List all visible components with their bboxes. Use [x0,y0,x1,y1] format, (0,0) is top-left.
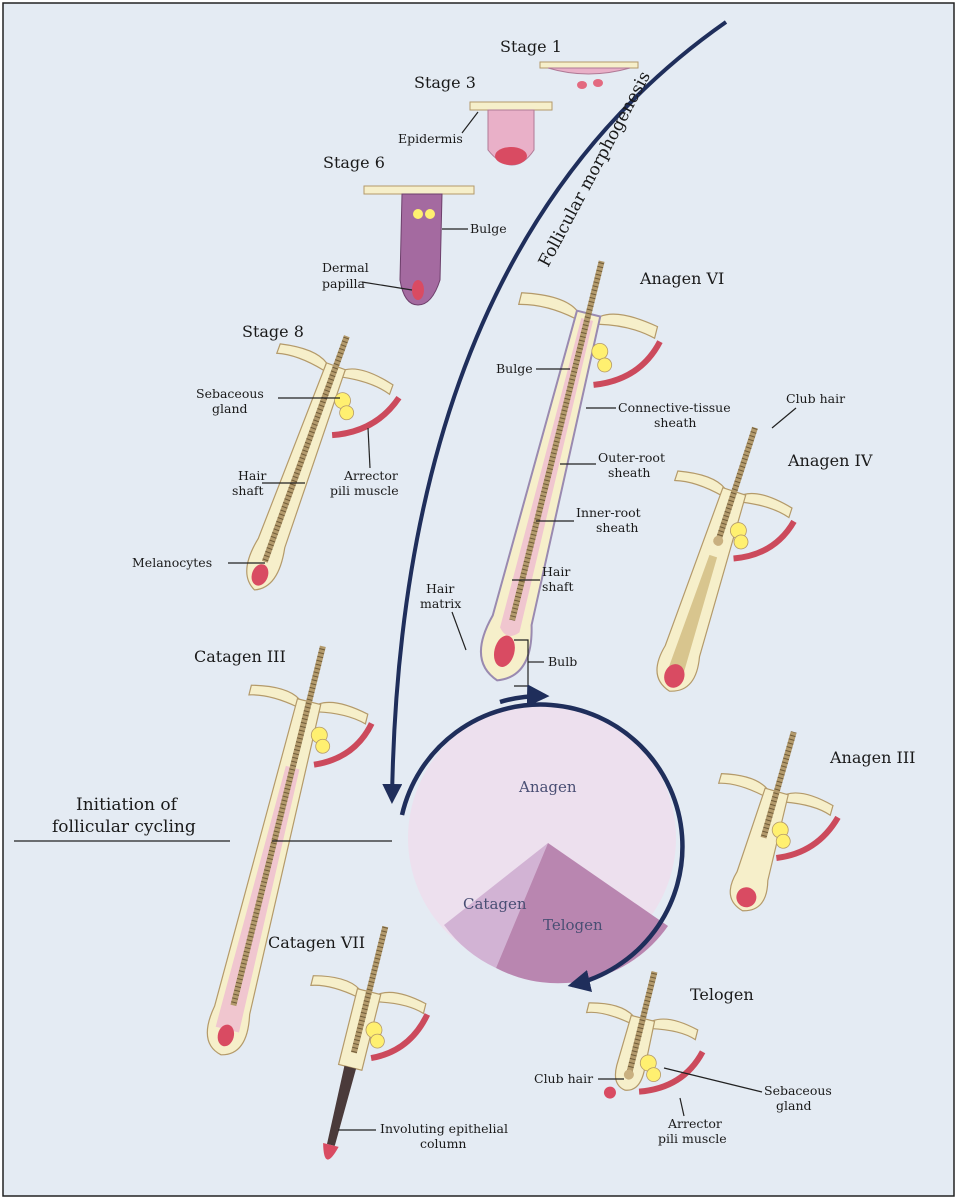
telogen-figure [585,971,706,1099]
bulge-anagen6-label: Bulge [496,361,533,376]
telogen-label: Telogen [690,985,754,1004]
stage-1-figure [539,61,639,89]
catagen-iii-figure [206,645,375,1056]
sebaceous-t-label-1: Sebaceous [764,1083,832,1098]
morphogenesis-arrow [382,20,728,804]
hair-matrix-label-2: matrix [420,596,461,611]
stage-3-label: Stage 3 [414,73,476,92]
outer-root-label-2: sheath [608,465,650,480]
inner-root-label-2: sheath [596,520,638,535]
inner-root-label-1: Inner-root [576,505,641,520]
epidermis-label: Epidermis [398,131,463,146]
dermal-papilla-label-2: papilla [322,276,365,291]
hair-shaft-label-2: shaft [232,483,264,498]
anagen-iii-label: Anagen III [829,748,915,767]
arrector-t-label-1: Arrector [667,1116,722,1131]
club-hair-a4-label: Club hair [786,391,845,406]
cycle-telogen-label: Telogen [543,916,603,934]
anagen-vi-figure [479,260,663,682]
anagen-iv-figure [656,426,797,692]
sebaceous-gland-label-2: gland [212,401,248,416]
catagen-vii-figure [310,925,431,1160]
anagen-vi-label: Anagen VI [639,269,724,288]
bulge-stage6-label: Bulge [470,221,507,236]
sebaceous-t-label-2: gland [776,1098,812,1113]
melanocytes-label: Melanocytes [132,555,212,570]
hair-matrix-label-1: Hair [426,581,454,596]
initiation-label-1: Initiation of [76,795,179,815]
outer-root-label-1: Outer-root [598,450,665,465]
ct-sheath-label-1: Connective-tissue [618,400,731,415]
catagen-iii-label: Catagen III [194,647,286,666]
anagen-iii-figure [717,731,841,912]
stage-8-figure [197,315,404,612]
hair-cycle-circle [399,684,685,992]
cycle-anagen-label: Anagen [518,778,577,796]
hair-shaft-label-1: Hair [238,468,266,483]
involuting-label-1: Involuting epithelial [380,1121,508,1136]
hair-shaft-a6-label-1: Hair [542,564,570,579]
catagen-sector [444,843,548,968]
sebaceous-gland-label-1: Sebaceous [196,386,264,401]
stage-6-label: Stage 6 [323,153,385,172]
initiation-label-2: follicular cycling [52,817,196,837]
arrector-label-2: pili muscle [330,483,399,498]
telogen-sector [496,843,668,984]
arrector-t-label-2: pili muscle [658,1131,727,1146]
catagen-vii-label: Catagen VII [268,933,365,952]
cycle-arrow-top [499,684,550,707]
dermal-papilla-label-1: Dermal [322,260,369,275]
stage-3-figure [469,101,553,166]
cycle-catagen-label: Catagen [463,895,527,913]
stage-8-label: Stage 8 [242,322,304,341]
involuting-label-2: column [420,1136,466,1151]
bulb-label: Bulb [548,654,577,669]
stage-1-label: Stage 1 [500,37,562,56]
cycle-arrow [399,702,685,992]
arrector-label-1: Arrector [343,468,398,483]
anagen-iv-label: Anagen IV [787,451,873,470]
club-hair-telogen-label: Club hair [534,1071,593,1086]
hair-shaft-a6-label-2: shaft [542,579,574,594]
ct-sheath-label-2: sheath [654,415,696,430]
stage-6-figure [363,185,475,306]
